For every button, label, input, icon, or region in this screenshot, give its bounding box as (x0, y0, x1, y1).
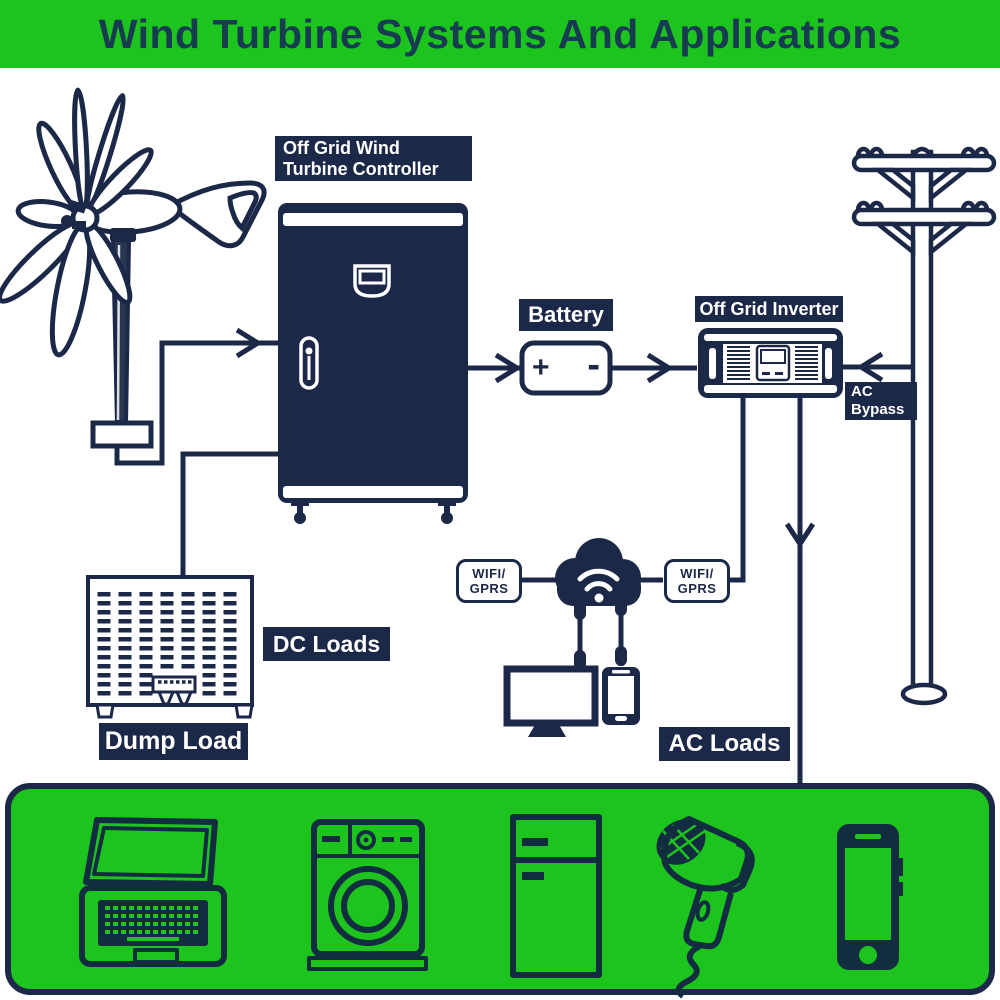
wire-controller-to-dumpload (180, 451, 285, 577)
wifi-right-line1: WIFI/ (680, 566, 714, 581)
wifi-left-line2: GPRS (469, 581, 509, 596)
battery-icon (519, 340, 613, 396)
utility-pole-icon (851, 146, 997, 706)
cloud-cables (574, 596, 627, 670)
ac-bypass-label: AC Bypass (845, 382, 917, 420)
controller-cabinet-icon (278, 203, 468, 524)
wire-inverter-to-wifi (721, 396, 746, 583)
battery-label: Battery (519, 299, 613, 331)
dump-load-label: Dump Load (99, 723, 248, 760)
controller-label-line2: Turbine Controller (283, 158, 439, 179)
battery-terminals: + - (524, 343, 608, 389)
smartphone-icon (602, 667, 640, 725)
wire-turbine-to-controller (114, 327, 281, 466)
ac-bypass-line2: Bypass (851, 401, 905, 418)
inverter-icon (698, 328, 843, 398)
inverter-label: Off Grid Inverter (695, 296, 843, 322)
washing-machine-icon (307, 819, 428, 971)
header-banner: Wind Turbine Systems And Applications (0, 0, 1000, 68)
controller-label-line1: Off Grid Wind (283, 137, 400, 158)
wifi-left-line1: WIFI/ (472, 566, 506, 581)
wifi-gprs-box-right: WIFI/ GPRS (664, 559, 730, 603)
page-title: Wind Turbine Systems And Applications (98, 10, 902, 57)
laptop-icon (79, 817, 227, 967)
wire-inverter-to-ac-loads (784, 396, 816, 788)
wifi-gprs-box-left: WIFI/ GPRS (456, 559, 522, 603)
wifi-right-line2: GPRS (677, 581, 717, 596)
dump-load-icon (86, 575, 254, 719)
refrigerator-icon (510, 814, 602, 978)
battery-plus: + (532, 351, 550, 384)
wind-turbine-icon (0, 87, 267, 449)
battery-minus: - (587, 343, 600, 386)
mobile-phone-icon (837, 824, 903, 970)
cloud-wifi-icon (555, 538, 641, 606)
ac-loads-label: AC Loads (659, 727, 790, 761)
wire-controller-to-battery (468, 352, 522, 384)
dc-loads-label: DC Loads (263, 627, 390, 661)
wire-battery-to-inverter (610, 352, 697, 384)
hair-dryer-icon (656, 816, 755, 999)
monitor-icon (503, 665, 599, 737)
controller-label: Off Grid Wind Turbine Controller (275, 136, 472, 181)
caster-wheels (291, 501, 456, 524)
wire-ac-bypass (841, 351, 913, 383)
ac-loads-band (5, 783, 995, 995)
ac-bypass-line1: AC (851, 383, 873, 400)
